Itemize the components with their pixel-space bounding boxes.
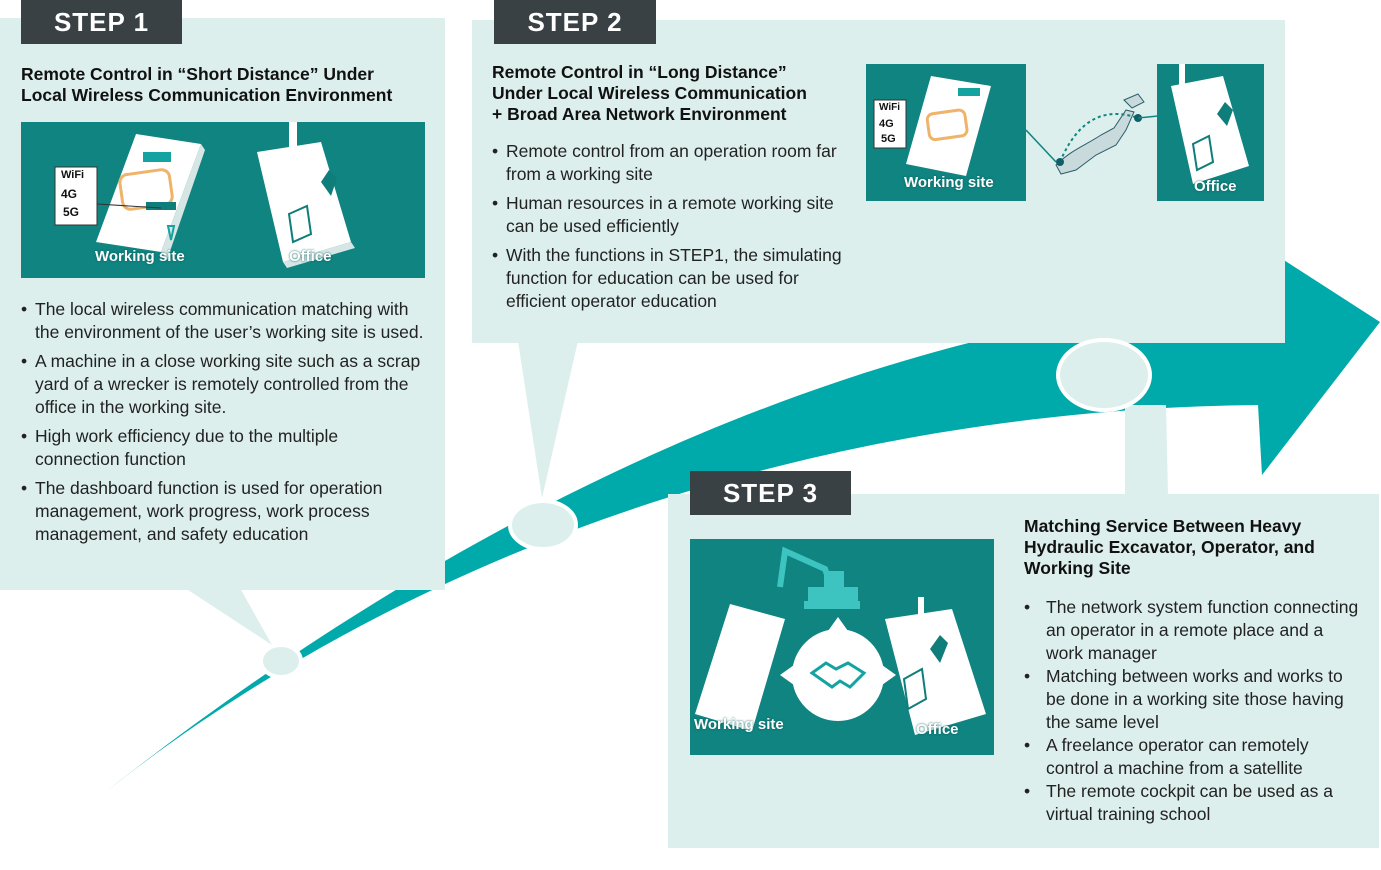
step2-office-label: Office	[1194, 178, 1237, 195]
step2-bullets: Remote control from an operation room fa…	[492, 140, 847, 319]
list-item: Matching between works and works to be d…	[1024, 665, 1359, 734]
list-item: A freelance operator can remotely contro…	[1024, 734, 1359, 780]
step1-title: Remote Control in “Short Distance” Under…	[21, 64, 393, 105]
list-item: Remote control from an operation room fa…	[492, 140, 847, 186]
step3-bullets: The network system function connecting a…	[1024, 596, 1359, 826]
step3-office-label: Office	[916, 721, 959, 738]
step2-4g-badge: 4G	[879, 118, 894, 130]
list-item: A machine in a close working site such a…	[21, 350, 426, 419]
step2-pointer	[518, 341, 578, 498]
list-item: The dashboard function is used for opera…	[21, 477, 426, 546]
step1-marker-circle	[259, 643, 303, 679]
step3-illustration: Working site Office	[690, 539, 994, 755]
step2-5g-badge: 5G	[881, 133, 896, 145]
step1-pointer	[185, 588, 272, 645]
step3-title: Matching Service Between Heavy Hydraulic…	[1024, 516, 1315, 578]
list-item: The local wireless communication matchin…	[21, 298, 426, 344]
step2-badge: STEP 2	[494, 0, 656, 44]
step1-office-label: Office	[289, 248, 332, 265]
list-item: The remote cockpit can be used as a virt…	[1024, 780, 1359, 826]
step2-wifi-badge: WiFi	[879, 102, 901, 113]
step3-marker-circle	[1056, 338, 1152, 412]
list-item: Human resources in a remote working site…	[492, 192, 847, 238]
step3-pointer	[1125, 405, 1168, 496]
step3-badge: STEP 3	[690, 471, 851, 515]
step2-working-site-label: Working site	[904, 174, 994, 191]
step2-office-illustration: Office	[1157, 64, 1264, 201]
step1-5g-badge: 5G	[63, 205, 80, 219]
step3-working-site-label: Working site	[694, 716, 784, 733]
step1-badge: STEP 1	[21, 0, 182, 44]
step1-bullets: The local wireless communication matchin…	[21, 298, 426, 552]
step1-illustration: WiFi 4G 5G Working site Office	[21, 122, 425, 278]
step1-illustration-drawing	[54, 122, 355, 268]
step1-wifi-badge: WiFi	[61, 169, 85, 181]
list-item: High work efficiency due to the multiple…	[21, 425, 426, 471]
step2-title: Remote Control in “Long Distance” Under …	[492, 62, 807, 124]
step2-working-site-illustration: WiFi 4G 5G Working site	[866, 64, 1026, 201]
japan-map-icon	[1026, 93, 1158, 175]
step1-4g-badge: 4G	[61, 187, 78, 201]
step1-working-site-label: Working site	[95, 248, 185, 265]
list-item: The network system function connecting a…	[1024, 596, 1359, 665]
step2-marker-circle	[508, 499, 578, 551]
list-item: With the functions in STEP1, the simulat…	[492, 244, 847, 313]
